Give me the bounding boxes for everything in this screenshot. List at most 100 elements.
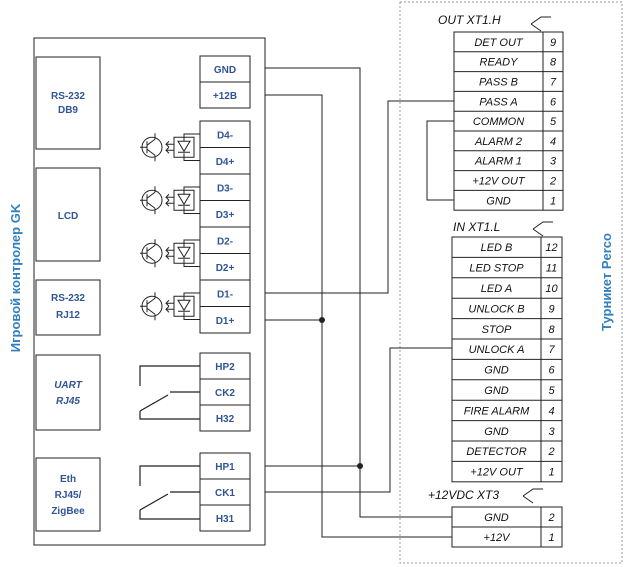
out-header: OUT XT1.H: [438, 13, 501, 27]
pwr-row-label: GND: [484, 512, 509, 524]
out-row-label: ALARM 2: [474, 136, 522, 148]
module-lcd: LCD: [35, 167, 101, 262]
out-header-arrow: [530, 16, 551, 25]
optocoupler-d2: [140, 239, 200, 268]
terminal-h31: H31: [216, 514, 235, 525]
in-row-label: DETECTOR: [466, 446, 526, 458]
in-row-num: 1: [548, 467, 554, 479]
out-row-num: 5: [550, 116, 557, 128]
optocoupler-group: [140, 133, 200, 321]
out-row-num: 7: [550, 77, 557, 89]
in-row-label: FIRE ALARM: [464, 405, 530, 417]
in-row-label: GND: [484, 365, 509, 377]
out-row-num: 4: [550, 136, 556, 148]
terminal-d1: D1+: [216, 316, 235, 327]
in-row-label: LED A: [481, 283, 512, 295]
in-row-num: 7: [548, 344, 555, 356]
out-row-num: 3: [550, 156, 557, 168]
svg-text:Eth: Eth: [60, 474, 76, 485]
junction-d1plus: [319, 317, 325, 323]
out-row-label: PASS A: [479, 96, 518, 108]
svg-text:DB9: DB9: [58, 105, 78, 116]
terminal-d2: D2-: [217, 236, 233, 247]
terminal-hp2: HP2: [215, 362, 235, 373]
terminal-gnd: GND: [214, 65, 236, 76]
in-row-label: GND: [484, 385, 509, 397]
svg-text:LCD: LCD: [58, 211, 79, 222]
turnstile-side-label: Турникет Perco: [599, 233, 614, 331]
optocoupler-d1: [140, 292, 200, 321]
in-row-num: 6: [548, 365, 555, 377]
module-uart-rj45: UART RJ45: [35, 354, 101, 431]
out-row-num: 2: [549, 176, 556, 188]
terminal-d1: D1-: [217, 289, 233, 300]
relay-contact-1: [139, 465, 200, 520]
out-row-num: 6: [550, 96, 557, 108]
in-row-label: UNLOCK B: [468, 303, 524, 315]
in-row-label: GND: [484, 426, 509, 438]
terminal-d4: D4-: [217, 130, 233, 141]
terminal-ck1: CK1: [215, 488, 235, 499]
terminal-d2: D2+: [216, 263, 235, 274]
terminal-ck2: CK2: [215, 388, 235, 399]
pwr-row-num: 2: [547, 512, 554, 524]
out-row-label: PASS B: [479, 77, 518, 89]
in-row-num: 8: [548, 324, 555, 336]
in-row-label: STOP: [482, 324, 512, 336]
svg-text:RS-232: RS-232: [51, 91, 85, 102]
module-eth-zigbee: Eth RJ45/ ZigBee: [35, 457, 101, 532]
pwr-terminal-table: GND 2 +12V 1: [451, 506, 563, 548]
terminal-hp1: HP1: [215, 462, 235, 473]
turnstile-box: [399, 1, 623, 564]
pwr-header: +12VDC XT3: [428, 488, 499, 502]
terminal-12b: +12B: [213, 91, 237, 102]
in-row-num: 11: [546, 263, 557, 275]
controller-side-label: Игровой контролер GK: [8, 203, 23, 352]
out-row-label: DET OUT: [474, 37, 524, 49]
out-row-label: GND: [486, 195, 511, 207]
junction-hp1: [357, 463, 363, 469]
out-row-label: ALARM 1: [474, 156, 522, 168]
out-row-num: 9: [550, 37, 556, 49]
in-row-num: 3: [548, 426, 555, 438]
in-row-num: 10: [545, 283, 558, 295]
terminal-d4: D4+: [216, 157, 235, 168]
in-row-num: 4: [548, 405, 554, 417]
module-rs232-db9: RS-232 DB9: [35, 56, 101, 150]
in-row-num: 2: [547, 446, 554, 458]
svg-text:RS-232: RS-232: [51, 293, 85, 304]
out-row-num: 1: [550, 195, 556, 207]
svg-text:RJ12: RJ12: [56, 310, 80, 321]
in-row-num: 9: [548, 303, 554, 315]
in-row-label: LED B: [481, 242, 513, 254]
svg-text:RJ45/: RJ45/: [55, 490, 82, 501]
svg-text:RJ45: RJ45: [56, 396, 80, 407]
pwr-row-label: +12V: [484, 532, 512, 544]
out-row-label: COMMON: [473, 116, 524, 128]
out-row-label: READY: [480, 57, 519, 69]
power-terminal-block: GND +12B: [199, 55, 251, 109]
svg-text:UART: UART: [54, 380, 82, 391]
pwr-row-num: 1: [548, 532, 554, 544]
in-row-num: 5: [548, 385, 555, 397]
module-rs232-rj12: RS-232 RJ12: [35, 279, 101, 336]
out-row-label: +12V OUT: [472, 176, 526, 188]
relay-contact-2: [139, 365, 200, 420]
terminal-d3: D3+: [216, 210, 235, 221]
wires: [265, 67, 454, 538]
optocoupler-d3: [140, 186, 200, 215]
in-row-label: UNLOCK A: [469, 344, 525, 356]
terminal-h32: H32: [216, 414, 235, 425]
optocoupler-d4: [140, 133, 200, 162]
in-row-label: LED STOP: [469, 263, 524, 275]
svg-text:ZigBee: ZigBee: [51, 506, 85, 517]
out-row-num: 8: [550, 57, 557, 69]
in-row-num: 12: [545, 242, 557, 254]
digital-terminal-block: D4-D4+D3-D3+D2-D2+D1-D1+: [199, 120, 251, 334]
in-row-label: +12V OUT: [470, 467, 524, 479]
